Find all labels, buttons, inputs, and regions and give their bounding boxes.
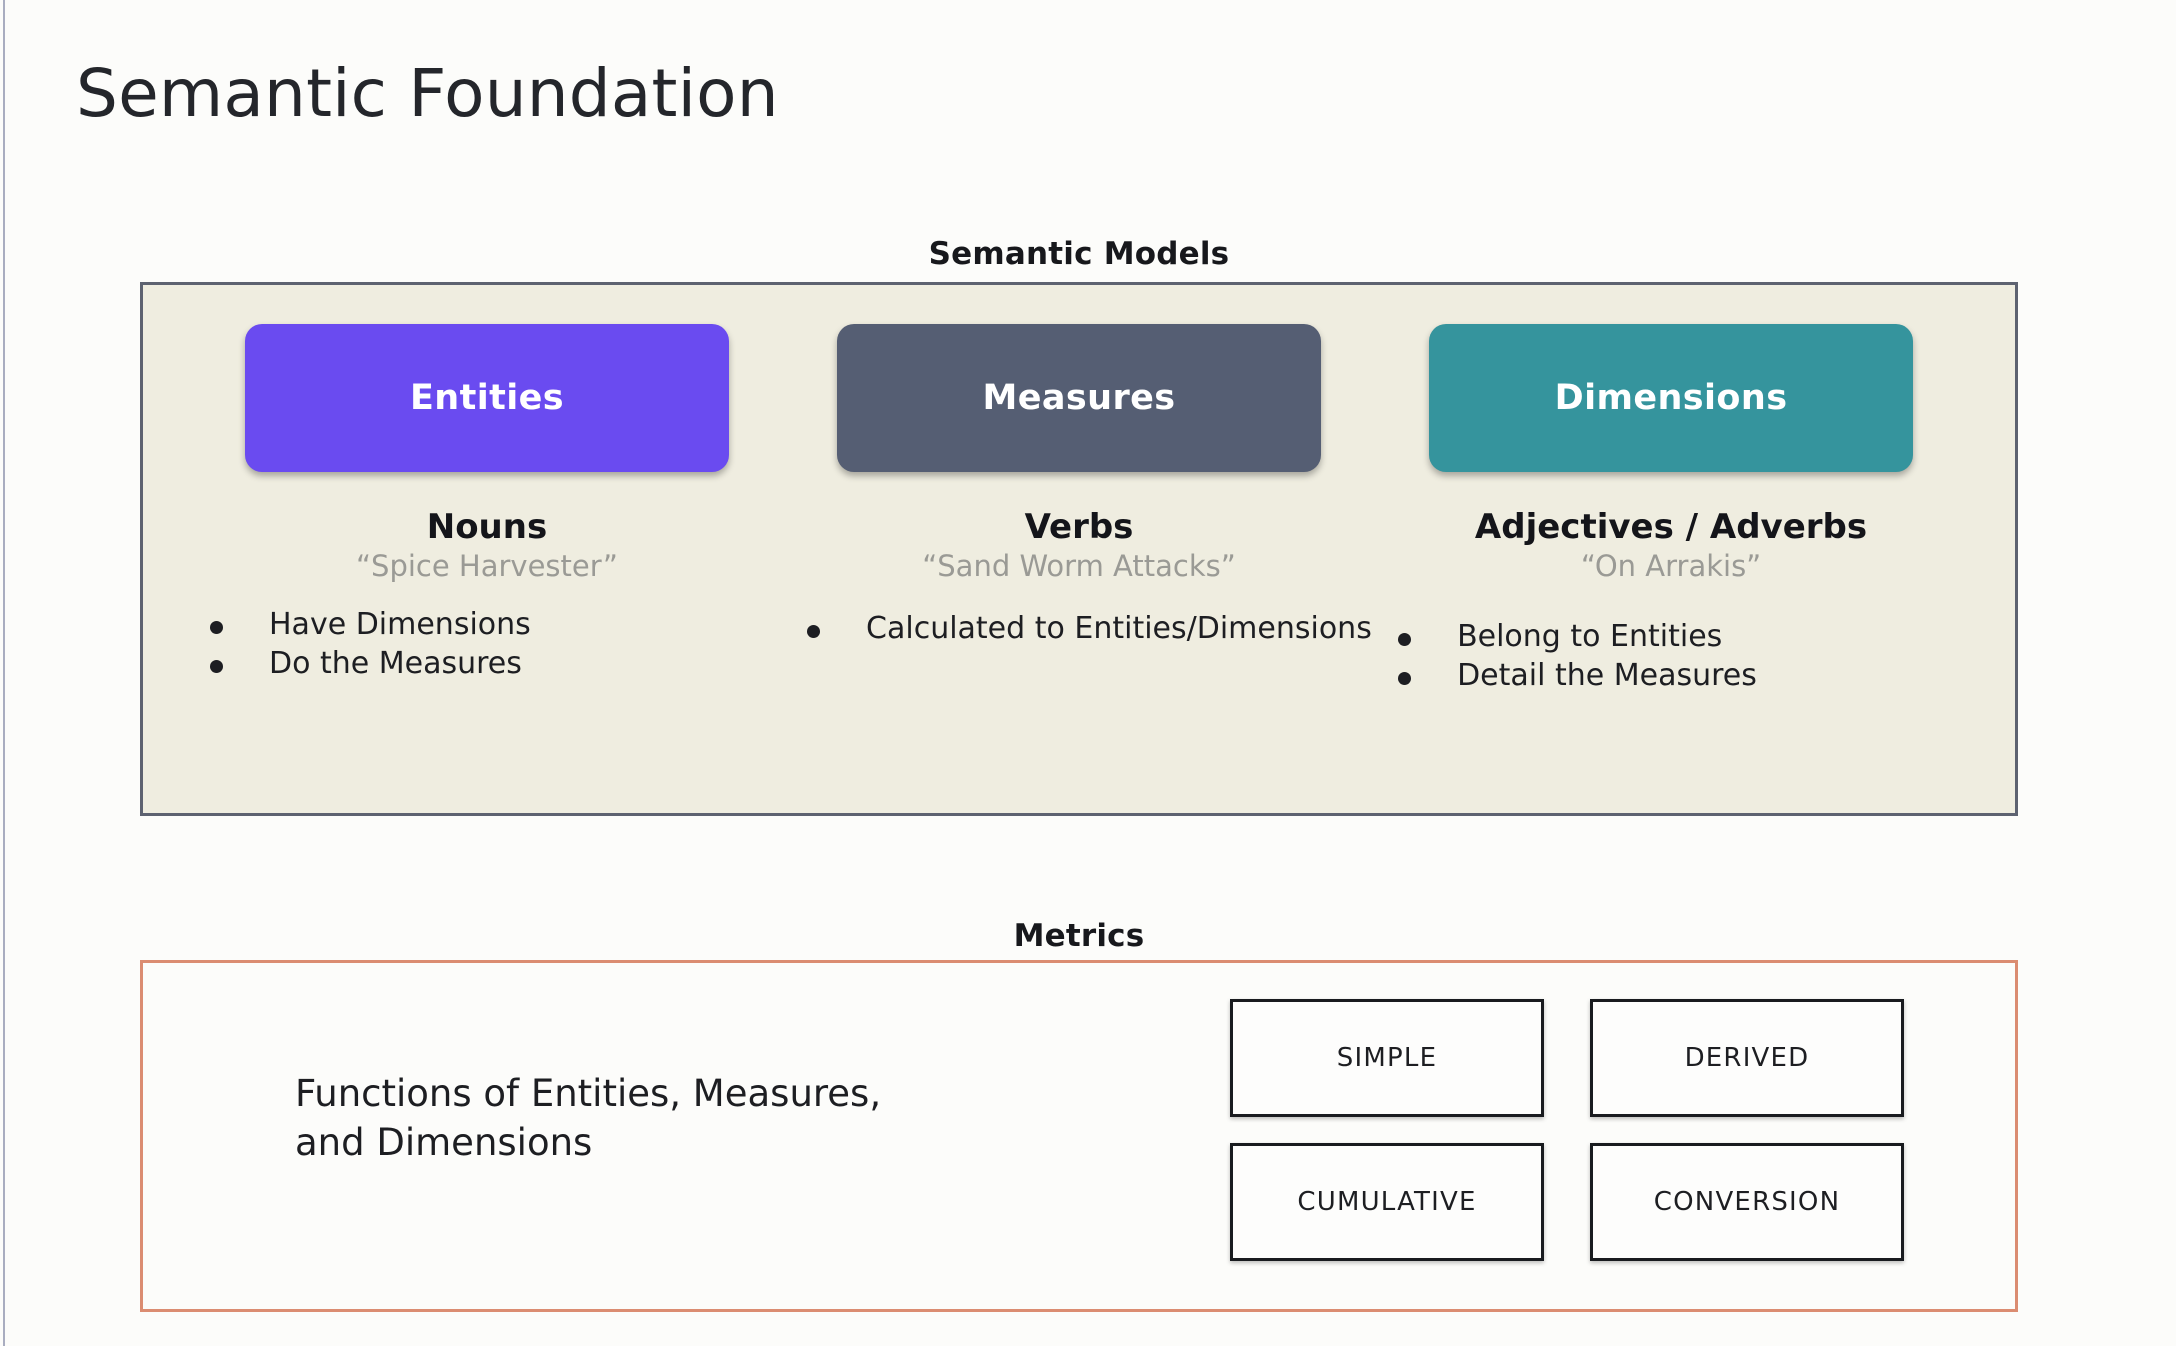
list-item: Detail the Measures xyxy=(1398,658,1990,695)
measures-bullet-1: Calculated to Entities/Dimensions xyxy=(866,611,1372,647)
metric-type-simple-label: SIMPLE xyxy=(1336,1043,1438,1073)
dimensions-chip-label: Dimensions xyxy=(1554,378,1788,418)
entities-bullet-list: Have Dimensions Do the Measures xyxy=(172,607,802,684)
metrics-panel: Functions of Entities, Measures, and Dim… xyxy=(140,960,2018,1312)
metrics-heading: Metrics xyxy=(0,918,2176,954)
metrics-heading-label: Metrics xyxy=(1013,918,1145,954)
measures-bullet-list: Calculated to Entities/Dimensions xyxy=(759,611,1399,650)
semantic-models-grid: Entities Nouns “Spice Harvester” Have Di… xyxy=(143,285,2015,813)
measures-chip-label: Measures xyxy=(982,378,1176,418)
dimensions-bullet-list: Belong to Entities Detail the Measures xyxy=(1352,619,1990,696)
entities-example: “Spice Harvester” xyxy=(356,548,618,583)
page-title: Semantic Foundation xyxy=(76,55,779,132)
model-column-dimensions: Dimensions Adjectives / Adverbs “On Arra… xyxy=(1375,324,1967,696)
list-item: Have Dimensions xyxy=(210,607,802,644)
measures-part-of-speech: Verbs xyxy=(1024,507,1134,547)
dimensions-part-of-speech: Adjectives / Adverbs xyxy=(1474,507,1868,547)
entities-bullet-2: Do the Measures xyxy=(269,645,522,681)
metric-type-derived[interactable]: DERIVED xyxy=(1590,999,1904,1117)
measures-example: “Sand Worm Attacks” xyxy=(922,548,1236,583)
bullet-dot-icon xyxy=(1398,633,1412,647)
bullet-dot-icon xyxy=(807,625,821,639)
list-item: Calculated to Entities/Dimensions xyxy=(807,611,1399,648)
list-item: Do the Measures xyxy=(210,646,802,683)
metrics-description: Functions of Entities, Measures, and Dim… xyxy=(295,1072,882,1165)
metric-type-cumulative-label: CUMULATIVE xyxy=(1297,1187,1477,1217)
bullet-dot-icon xyxy=(1398,671,1412,685)
dimensions-bullet-2: Detail the Measures xyxy=(1457,657,1757,693)
dimensions-chip[interactable]: Dimensions xyxy=(1429,324,1914,472)
entities-chip[interactable]: Entities xyxy=(244,324,729,472)
metric-type-simple[interactable]: SIMPLE xyxy=(1230,999,1544,1117)
measures-chip[interactable]: Measures xyxy=(837,324,1321,472)
entities-bullet-1: Have Dimensions xyxy=(269,607,531,643)
metric-type-cumulative[interactable]: CUMULATIVE xyxy=(1230,1143,1544,1261)
dimensions-example: “On Arrakis” xyxy=(1580,548,1762,583)
semantic-models-heading-label: Semantic Models xyxy=(928,236,1230,272)
metric-type-conversion-label: CONVERSION xyxy=(1653,1187,1841,1217)
metric-type-derived-label: DERIVED xyxy=(1684,1043,1810,1073)
entities-chip-label: Entities xyxy=(409,378,564,418)
semantic-models-panel: Entities Nouns “Spice Harvester” Have Di… xyxy=(140,282,2018,816)
bullet-dot-icon xyxy=(210,621,223,635)
left-edge-rule xyxy=(3,0,5,1346)
model-column-measures: Measures Verbs “Sand Worm Attacks” Calcu… xyxy=(783,324,1375,650)
dimensions-bullet-1: Belong to Entities xyxy=(1457,619,1723,655)
model-column-entities: Entities Nouns “Spice Harvester” Have Di… xyxy=(191,324,783,684)
entities-part-of-speech: Nouns xyxy=(426,507,548,547)
metric-type-conversion[interactable]: CONVERSION xyxy=(1590,1143,1904,1261)
semantic-models-heading: Semantic Models xyxy=(0,236,2176,272)
bullet-dot-icon xyxy=(210,659,223,673)
list-item: Belong to Entities xyxy=(1398,619,1990,656)
metric-types-grid: SIMPLE DERIVED CUMULATIVE CONVERSION xyxy=(1230,999,1904,1261)
